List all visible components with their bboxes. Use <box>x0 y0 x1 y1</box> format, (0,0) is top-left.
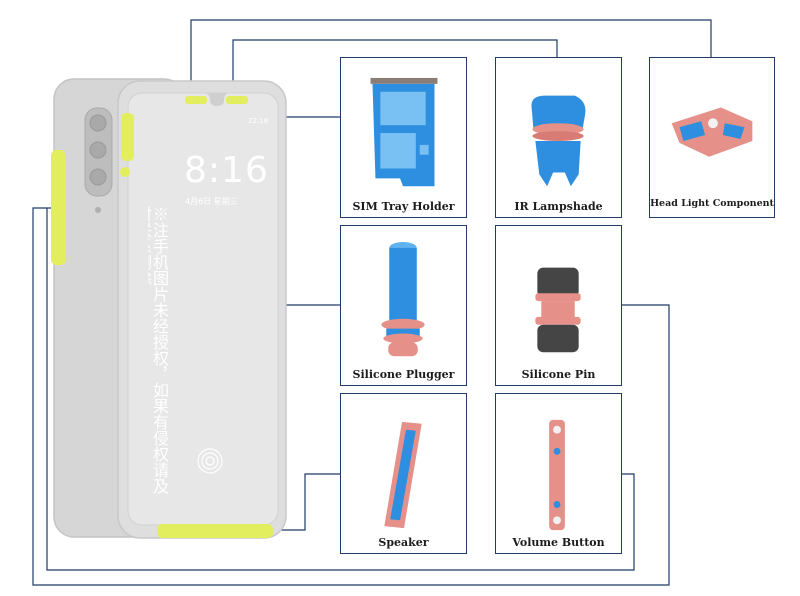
lockscreen-clock: 8:16 <box>184 150 269 191</box>
camera-flash <box>95 207 101 213</box>
card-silicone-plugger: Silicone Plugger <box>340 225 467 386</box>
card-silicone-pin: Silicone Pin <box>495 225 622 386</box>
label-sim-tray-holder: SIM Tray Holder <box>352 200 455 213</box>
camera-lens-1 <box>89 114 107 132</box>
highlight-top-right <box>226 96 248 104</box>
phone-notch <box>203 93 231 106</box>
silicone-pin-icon <box>535 267 581 353</box>
label-volume-button: Volume Button <box>512 536 605 549</box>
highlight-bottom <box>157 524 273 538</box>
card-volume-button: Volume Button <box>495 393 622 554</box>
fingerprint-icon <box>197 448 223 474</box>
highlight-sim <box>121 113 134 161</box>
highlight-plug <box>120 167 130 177</box>
highlight-marks <box>51 96 273 538</box>
ir-lampshade-icon <box>531 95 586 187</box>
label-head-light-component: Head Light Component <box>650 198 774 209</box>
phone-svg <box>51 78 287 539</box>
highlight-side <box>51 150 66 265</box>
status-time: 22:16 <box>248 117 269 125</box>
volume-button-icon <box>549 419 565 531</box>
watermark-text: ※注手机图片未经授权，如果有侵权请及时联系删除 <box>148 206 168 494</box>
card-ir-lampshade: IR Lampshade <box>495 57 622 218</box>
silicone-plugger-icon <box>381 242 425 357</box>
card-speaker: Speaker <box>340 393 467 554</box>
phone-illustration: 22:16 8:16 4月6日 星期三 ※注手机图片未经授权，如果有侵权请及时联… <box>0 0 340 592</box>
sim-tray-icon <box>370 77 438 187</box>
speaker-icon <box>384 421 422 529</box>
lockscreen-date: 4月6日 星期三 <box>185 197 238 206</box>
head-light-icon <box>671 107 753 157</box>
card-sim-tray-holder: SIM Tray Holder <box>340 57 467 218</box>
label-speaker: Speaker <box>378 536 429 549</box>
camera-lens-2 <box>89 141 107 159</box>
label-silicone-plugger: Silicone Plugger <box>352 368 455 381</box>
label-ir-lampshade: IR Lampshade <box>514 200 603 213</box>
camera-lens-3 <box>89 168 107 186</box>
label-silicone-pin: Silicone Pin <box>521 368 596 381</box>
card-head-light-component: Head Light Component <box>649 57 775 218</box>
highlight-top-left <box>185 96 207 104</box>
